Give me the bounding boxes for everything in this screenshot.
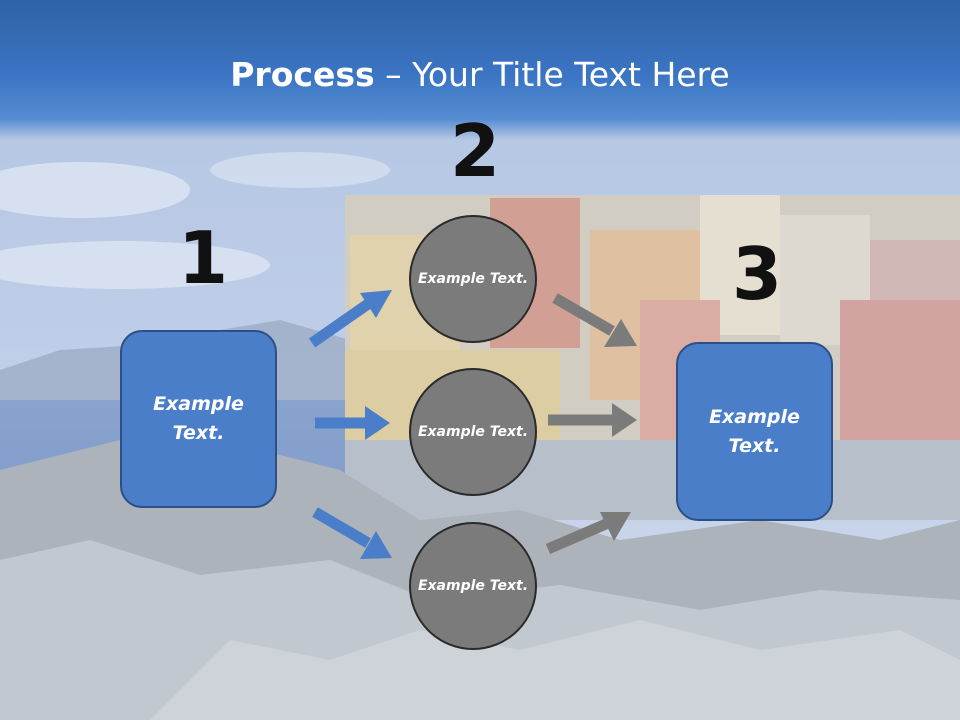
right-box: Example Text. [676,342,833,521]
step-number-3: 3 [732,232,783,316]
step-number-2: 2 [450,109,501,193]
circle-top: Example Text. [409,215,537,343]
arrow-to-bottom [312,507,392,559]
arrow-to-middle [315,406,390,440]
circle-bottom: Example Text. [409,522,537,650]
arrow-from-middle [548,403,637,437]
title-bar [0,0,960,140]
circle-middle: Example Text. [409,368,537,496]
arrow-to-top [308,290,392,348]
slide-title: Process – Your Title Text Here [0,55,960,95]
left-box: Example Text. [120,330,277,508]
arrow-from-bottom [545,512,631,555]
step-number-1: 1 [178,216,229,300]
title-bold: Process [230,55,375,94]
title-rest: – Your Title Text Here [374,55,730,94]
arrow-from-top [552,293,637,347]
